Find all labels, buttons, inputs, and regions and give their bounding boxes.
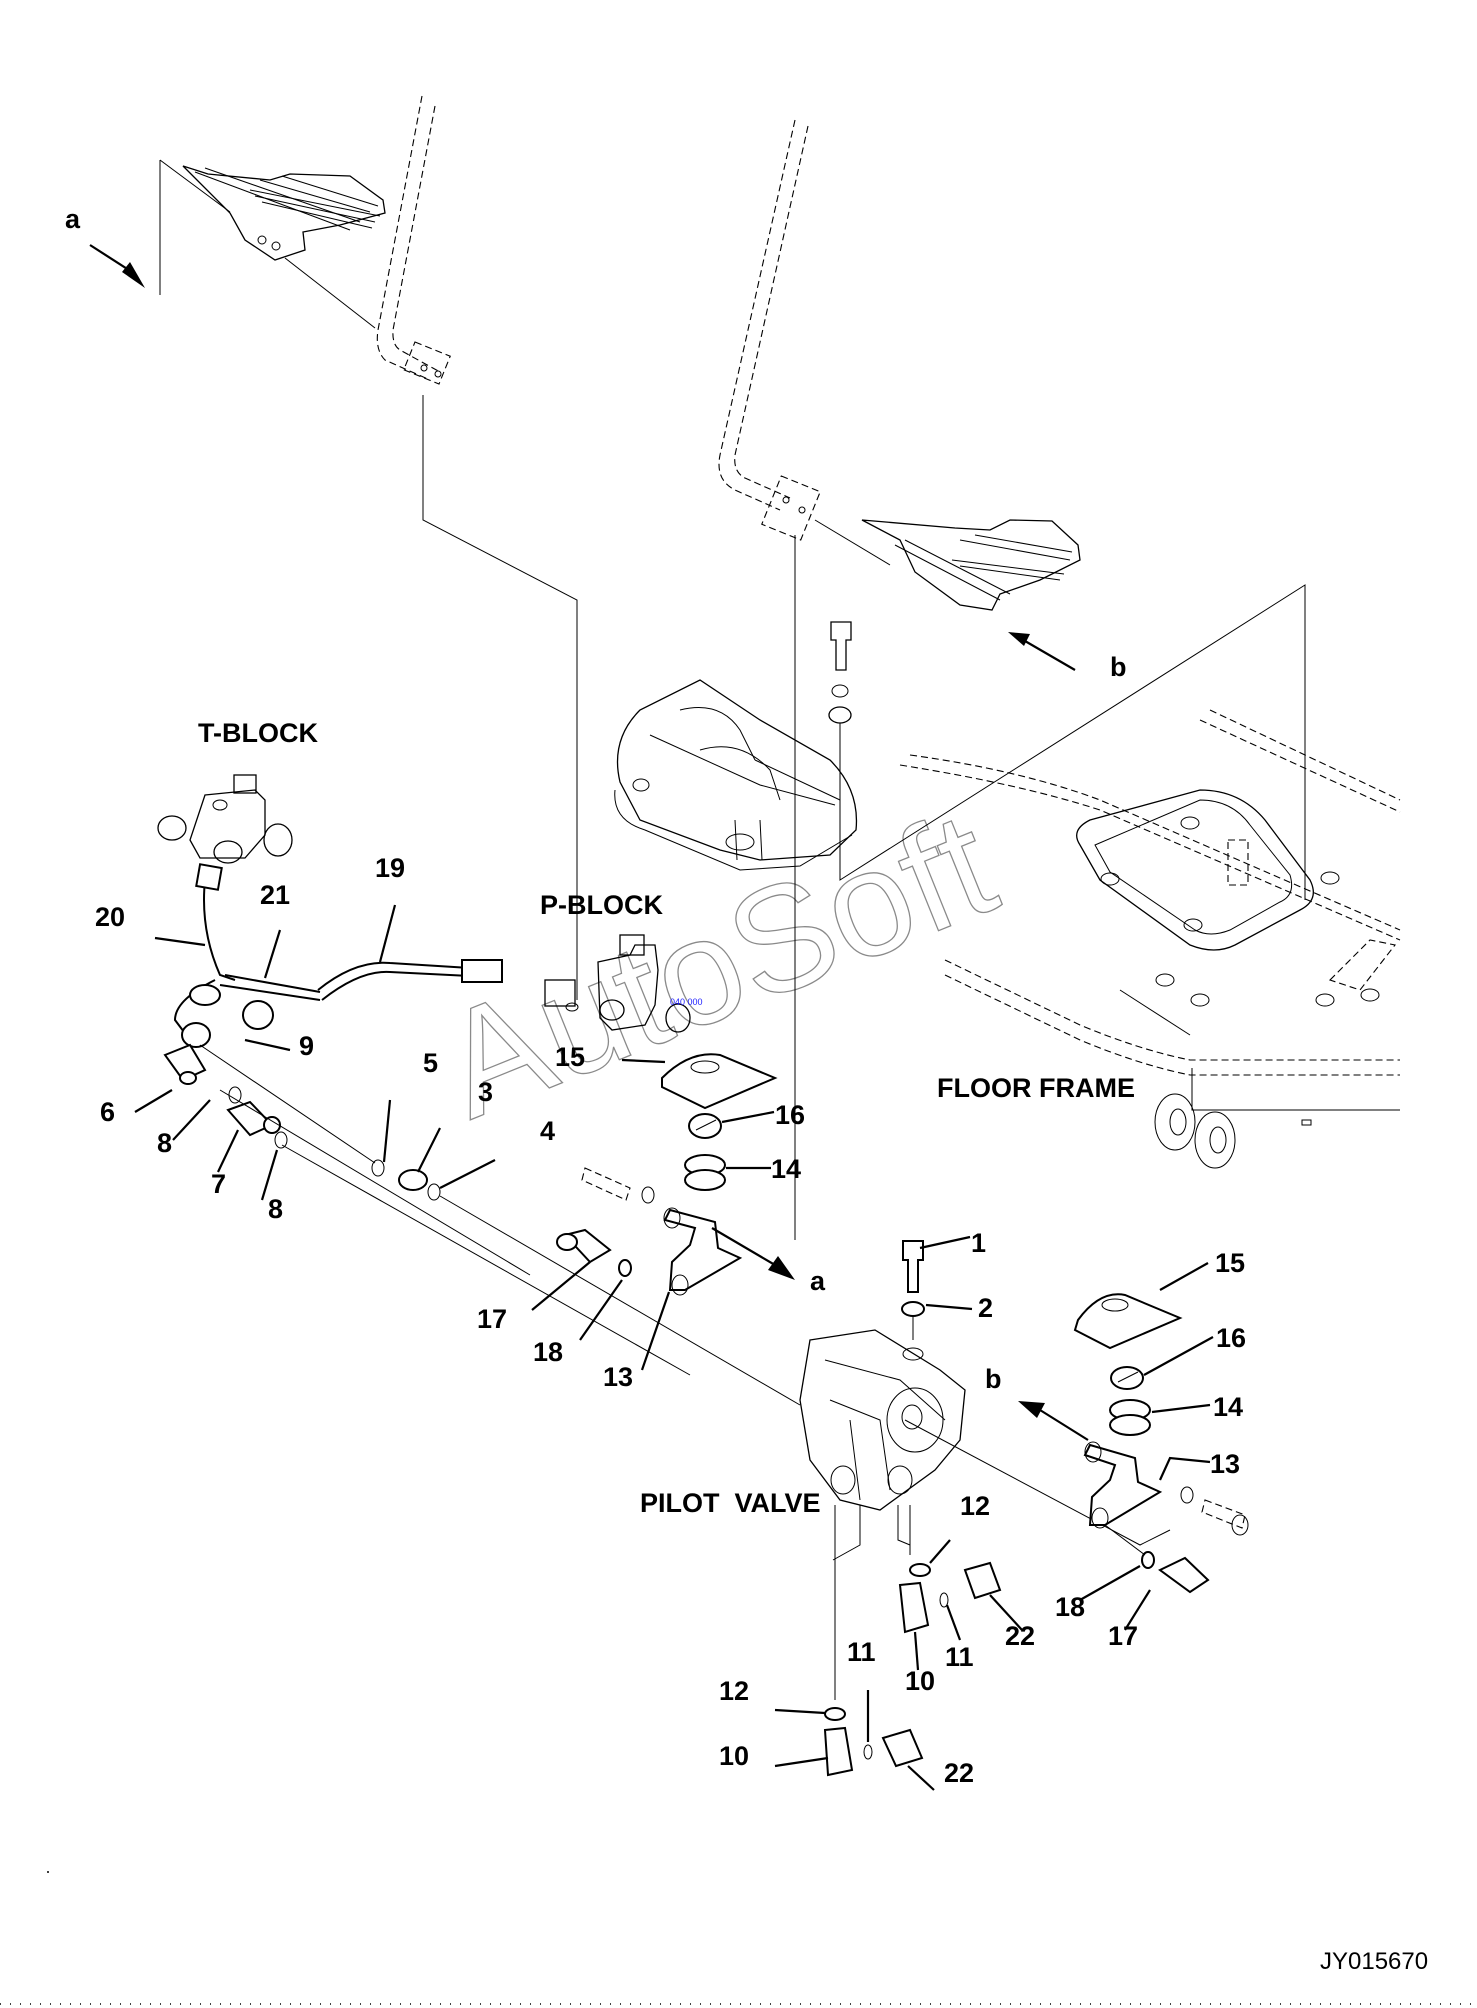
view-label-b-lower: b: [985, 1364, 1002, 1394]
leader-lines: [134, 904, 1214, 1791]
cover-block-lower: [1073, 1293, 1183, 1436]
bolt-washer: [901, 1240, 925, 1340]
callout-15: 15: [555, 1042, 585, 1072]
view-arrow-b-lower: b: [985, 1364, 1089, 1441]
callout-11: 11: [847, 1637, 876, 1667]
callout-7: 7: [211, 1169, 226, 1199]
callout-13: 13: [1210, 1449, 1240, 1479]
callout-17: 17: [1108, 1621, 1138, 1651]
callout-10: 10: [719, 1741, 749, 1771]
callout-18: 18: [533, 1337, 563, 1367]
callout-12: 12: [960, 1491, 990, 1521]
callout-19: 19: [375, 853, 405, 883]
callout-11: 11: [945, 1642, 974, 1672]
cover-block-upper: [661, 1053, 778, 1191]
left-pedal: [159, 95, 578, 1000]
callout-16: 16: [775, 1100, 805, 1130]
stray-dot: [47, 1871, 49, 1873]
callout-8: 8: [157, 1128, 172, 1158]
callout-22: 22: [944, 1758, 974, 1788]
view-arrow-a-top: a: [65, 204, 145, 288]
pedal-cover: [614, 584, 1306, 900]
callout-18: 18: [1055, 1592, 1085, 1622]
callout-21: 21: [260, 880, 290, 910]
group-label-floor-frame: FLOOR FRAME: [937, 1073, 1135, 1103]
arrow-head-icon: [768, 1256, 795, 1280]
callout-20: 20: [95, 902, 125, 932]
callout-9: 9: [299, 1031, 314, 1061]
callout-3: 3: [478, 1077, 493, 1107]
view-arrow-a-lower: a: [711, 1227, 826, 1296]
t-block: [157, 774, 293, 864]
callout-17: 17: [477, 1304, 507, 1334]
group-label-pilot-valve: PILOT VALVE: [640, 1488, 821, 1518]
callout-13: 13: [603, 1362, 633, 1392]
group-label-p-block: P-BLOCK: [540, 890, 663, 920]
view-arrow-b-top: b: [1008, 632, 1127, 682]
floor-frame: [899, 709, 1401, 1169]
callout-4: 4: [540, 1116, 555, 1146]
callout-8: 8: [268, 1194, 283, 1224]
view-label-a-lower: a: [810, 1266, 826, 1296]
view-label-a-top: a: [65, 204, 81, 234]
callout-16: 16: [1216, 1323, 1246, 1353]
view-label-b-top: b: [1110, 652, 1127, 682]
callout-14: 14: [771, 1154, 801, 1184]
callout-22: 22: [1005, 1621, 1035, 1651]
pilot-valve: [799, 1329, 1171, 1700]
p-block: 040 000: [544, 934, 703, 1033]
fittings-left: [163, 1043, 801, 1406]
arrow-head-icon: [1008, 632, 1030, 646]
arrow-head-icon: [122, 262, 145, 288]
callout-15: 15: [1215, 1248, 1245, 1278]
callout-2: 2: [978, 1293, 993, 1323]
reference-code: JY015670: [1320, 1948, 1428, 1975]
callout-14: 14: [1213, 1392, 1243, 1422]
callout-1: 1: [971, 1228, 986, 1258]
callout-12: 12: [719, 1676, 749, 1706]
arrow-head-icon: [1018, 1401, 1045, 1418]
link-left: [556, 1207, 743, 1296]
right-pedal: [718, 119, 1081, 1240]
link-right: [1083, 1441, 1249, 1594]
group-label-t-block: T-BLOCK: [198, 718, 318, 748]
hose-assembly: [173, 863, 503, 1048]
callout-6: 6: [100, 1097, 115, 1127]
callout-5: 5: [423, 1048, 438, 1078]
callout-10: 10: [905, 1666, 935, 1696]
blue-mark: 040 000: [670, 997, 703, 1007]
callouts: 1 2 3 4 5 6 7 8 8 9 10 10 11 11 12 12 13…: [95, 853, 1246, 1788]
fittings-bottom: [823, 1561, 1002, 1777]
